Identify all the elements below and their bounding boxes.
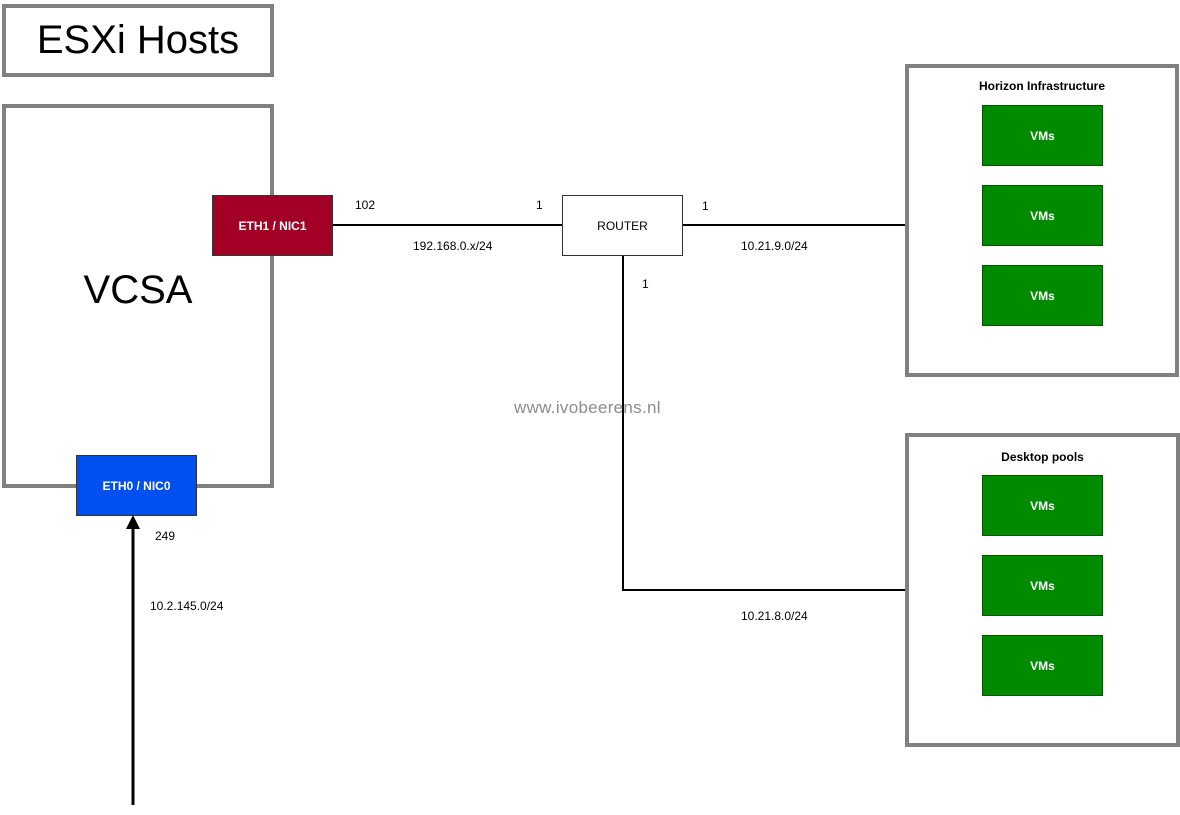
vcsa-host-id: 102: [355, 198, 376, 212]
network-label-vcsa-router: 192.168.0.x/24: [413, 239, 493, 253]
group-title: Desktop pools: [1001, 450, 1084, 464]
vcsa-label: VCSA: [83, 268, 193, 312]
vm-node: VMs: [982, 105, 1103, 166]
nic-eth0: ETH0 / NIC0: [76, 455, 197, 516]
router-host-id-right: 1: [702, 199, 709, 213]
router-node: ROUTER: [562, 195, 683, 256]
vcsa-box: [2, 104, 274, 488]
diagram-title: ESXi Hosts: [2, 4, 274, 77]
watermark: www.ivobeerens.nl: [514, 398, 661, 417]
uplink-arrowhead: [126, 515, 140, 529]
network-label-horizon: 10.21.9.0/24: [741, 239, 808, 253]
desktop-pools-group: Desktop pools VMs VMs VMs: [905, 433, 1180, 747]
link-router-desktop: [622, 256, 907, 591]
vm-node: VMs: [982, 475, 1103, 536]
vm-node: VMs: [982, 635, 1103, 696]
uplink-network-label: 10.2.145.0/24: [150, 599, 224, 613]
router-host-id-bottom: 1: [642, 277, 649, 291]
vm-node: VMs: [982, 185, 1103, 246]
vm-node: VMs: [982, 555, 1103, 616]
uplink-host-id: 249: [155, 529, 176, 543]
network-label-desktop: 10.21.8.0/24: [741, 609, 808, 623]
vm-node: VMs: [982, 265, 1103, 326]
nic-eth1: ETH1 / NIC1: [212, 195, 333, 256]
horizon-infrastructure-group: Horizon Infrastructure VMs VMs VMs: [905, 64, 1179, 377]
router-host-id-left: 1: [536, 198, 543, 212]
group-title: Horizon Infrastructure: [978, 79, 1105, 93]
